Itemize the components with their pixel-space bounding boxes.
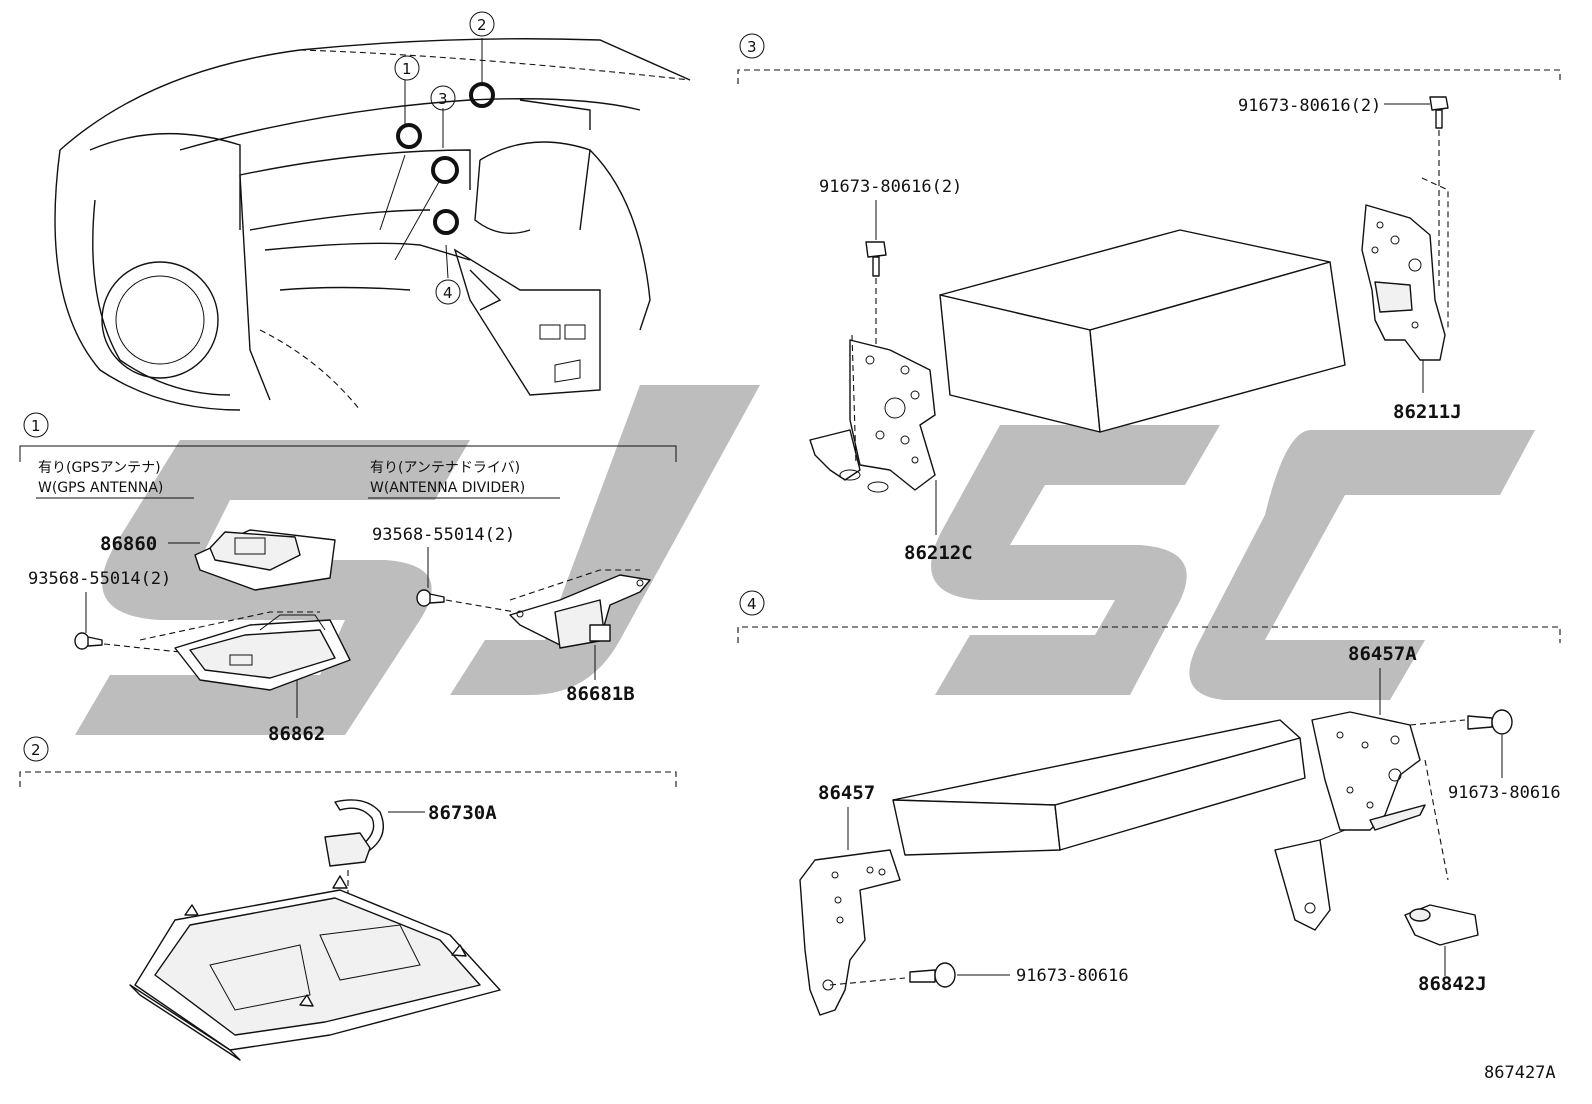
part-86681B-antenna-divider bbox=[509, 574, 651, 649]
bolt-93568-right bbox=[416, 589, 445, 607]
svg-text:3: 3 bbox=[747, 38, 757, 56]
section-3-marker: 3 bbox=[739, 33, 765, 59]
section-4-marker: 4 bbox=[739, 590, 765, 616]
label-91673-80616-right: 91673-80616 bbox=[1448, 783, 1561, 803]
bolt-91673-left bbox=[865, 241, 887, 277]
svg-text:2: 2 bbox=[31, 741, 41, 759]
watermark-letter-s2 bbox=[931, 425, 1220, 695]
section-1-marker: 1 bbox=[23, 412, 49, 438]
svg-text:1: 1 bbox=[402, 60, 412, 78]
section-4: 4 86457A 91673-80616 bbox=[737, 590, 1561, 1016]
label-86842J: 86842J bbox=[1418, 973, 1487, 995]
svg-text:1: 1 bbox=[31, 417, 41, 435]
label-93568-55014-right: 93568-55014(2) bbox=[372, 525, 515, 545]
label-86457A: 86457A bbox=[1348, 643, 1417, 665]
section-2-marker: 2 bbox=[23, 736, 49, 762]
watermark-letter-j bbox=[450, 385, 760, 695]
overview-marker-4: 4 bbox=[435, 279, 461, 305]
label-86212C: 86212C bbox=[904, 542, 973, 564]
svg-text:4: 4 bbox=[443, 284, 453, 302]
section-2-bracket bbox=[19, 771, 677, 787]
bolt-91673-right bbox=[1467, 709, 1513, 735]
caption-antenna-divider-jp: 有り(アンテナドライバ) bbox=[370, 460, 520, 476]
svg-text:3: 3 bbox=[438, 90, 448, 108]
section-3-bracket bbox=[737, 69, 1561, 84]
caption-antenna-divider-en: W(ANTENNA DIVIDER) bbox=[370, 480, 525, 496]
label-86211J: 86211J bbox=[1393, 401, 1462, 423]
section-4-bracket bbox=[737, 626, 1561, 643]
section-3: 3 91673-80616(2) 91673-80616(2) bbox=[737, 33, 1561, 564]
label-91673-80616-2-top: 91673-80616(2) bbox=[1238, 96, 1381, 116]
part-overhead-console bbox=[129, 875, 501, 1061]
bolt-93568-left bbox=[74, 632, 103, 650]
label-86457: 86457 bbox=[818, 782, 875, 804]
part-display-unit bbox=[892, 719, 1306, 856]
part-86457-bracket bbox=[799, 849, 901, 1016]
part-86860-gps-antenna bbox=[194, 529, 336, 591]
label-93568-55014-left: 93568-55014(2) bbox=[28, 569, 171, 589]
label-91673-80616-bottom: 91673-80616 bbox=[1016, 966, 1129, 986]
caption-gps-antenna-jp: 有り(GPSアンテナ) bbox=[38, 460, 161, 476]
section-2: 2 86730A bbox=[19, 736, 677, 1061]
overview-marker-2: 2 bbox=[469, 11, 495, 37]
part-86211J-bracket bbox=[1361, 177, 1449, 361]
overview-marker-3: 3 bbox=[430, 85, 456, 111]
part-86457A-bracket bbox=[1274, 711, 1426, 931]
section-1-bracket bbox=[19, 445, 677, 462]
part-86212C-bracket bbox=[809, 334, 936, 493]
watermark-letter-c bbox=[1189, 430, 1535, 700]
part-86842J-clip bbox=[1404, 904, 1479, 946]
svg-text:4: 4 bbox=[747, 595, 757, 613]
part-86730A-lamp-socket bbox=[324, 799, 384, 867]
label-86860: 86860 bbox=[100, 533, 157, 555]
label-91673-80616-2-left: 91673-80616(2) bbox=[819, 177, 962, 197]
svg-text:2: 2 bbox=[477, 16, 487, 34]
part-navigation-unit bbox=[939, 229, 1346, 433]
part-86862-bracket bbox=[174, 614, 351, 691]
diagram-id-label: 867427A bbox=[1484, 1063, 1556, 1083]
section-1: 1 有り(GPSアンテナ) W(GPS ANTENNA) 有り(アンテナドライバ… bbox=[19, 412, 677, 745]
caption-gps-antenna-en: W(GPS ANTENNA) bbox=[38, 480, 163, 496]
label-86681B: 86681B bbox=[566, 683, 635, 705]
overview-car-interior: 1 2 3 4 bbox=[54, 11, 691, 411]
overview-marker-1: 1 bbox=[394, 55, 420, 81]
bolt-91673-bottom bbox=[909, 962, 956, 988]
label-86862: 86862 bbox=[268, 723, 325, 745]
label-86730A: 86730A bbox=[428, 802, 497, 824]
bolt-91673-top bbox=[1429, 96, 1449, 129]
